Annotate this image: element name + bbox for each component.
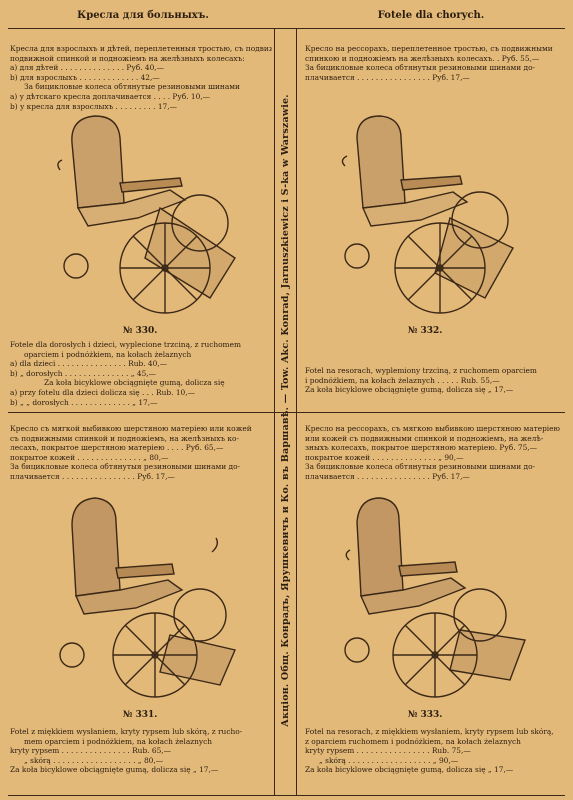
chair-332-illustration [335, 108, 535, 323]
text-line: Fotel na resorach, z miękkiem wysłaniem,… [305, 727, 554, 736]
top-rule [8, 28, 565, 29]
column-rule-left [274, 28, 275, 796]
text-line: b) „ dorosłych . . . . . . . . . . . . .… [10, 368, 157, 378]
text-line: kryty rypsem . . . . . . . . . . . . . .… [305, 746, 471, 756]
chair-331-illustration [50, 490, 250, 705]
caption-333: № 333. [407, 710, 443, 720]
text-line: oparciem i podnóżkiem, na kołach żelazny… [24, 349, 192, 359]
panel-330-bottom-text: Fotele dla dorosłych i dzieci, wyplecion… [10, 340, 272, 407]
text-line: съ подвижными спинкой и подножіемъ, на ж… [10, 433, 239, 443]
text-line: Кресло на рессорахъ, съ мягкою выбивкою … [305, 424, 560, 433]
text-line: а) для дѣтей . . . . . . . . . . . . . .… [10, 63, 165, 73]
panel-332-bottom-text: Fotel na resorach, wyplemiony trzciną, z… [305, 366, 567, 395]
caption-330: № 330. [122, 326, 158, 336]
column-rule-right [296, 28, 297, 796]
text-line: подвижной спинкой и подножіемъ на желѣзн… [10, 53, 245, 63]
text-line: Кресла для взрослыхъ и дѣтей, переплетен… [10, 44, 272, 53]
middle-rule [8, 412, 565, 413]
header-left: Кресла для больныхъ. [77, 10, 209, 21]
text-line: а) у дѣтскаго кресла доплачивается . . .… [10, 91, 211, 101]
text-line: a) dla dzieci . . . . . . . . . . . . . … [10, 359, 168, 369]
caption-332: № 332. [407, 326, 443, 336]
text-line: Fotel na resorach, wyplemiony trzciną, z… [305, 366, 537, 375]
bottom-rule [8, 795, 565, 796]
side-imprint: Акціон. Общ. Конрадъ, Ярушкевичъ и Ко. в… [274, 90, 296, 730]
text-line: „ skórą . . . . . . . . . . . . . . . . … [24, 755, 164, 765]
text-line: Кресло на рессорахъ, переплетенное трост… [305, 44, 553, 53]
text-line: z oparciem ruchomem i podnóżkiem, na koł… [305, 736, 521, 746]
text-line: Za koła bicyklowe obciągnięte gumą, doli… [305, 385, 514, 395]
text-line: Za koła bicyklowe obciągnięte gumą, doli… [305, 765, 514, 775]
panel-331-top-text: Кресло съ мягкой выбивкою шерстяною мате… [10, 424, 272, 482]
text-line: За бицикловые колеса обтянутые резиновым… [24, 82, 240, 92]
panel-333-top-text: Кресло на рессорахъ, съ мягкою выбивкою … [305, 424, 567, 482]
text-line: Fotel z miękkiem wysłaniem, kryty rypsem… [10, 727, 243, 736]
text-line: покрытое кожей . . . . . . . . . . . . .… [305, 452, 464, 462]
text-line: b) у кресла для взрослыхъ . . . . . . . … [10, 101, 177, 111]
text-line: или кожей съ подвижными спинкой и поднож… [305, 433, 544, 443]
text-line: плачивается . . . . . . . . . . . . . . … [305, 72, 470, 82]
text-line: mem oparciem i podnóżkiem, na kołach żel… [24, 736, 213, 746]
text-line: лесахъ, покрытое шерстяною матеріею . . … [10, 443, 224, 453]
text-line: За бицикловые колеса обтянутыя резиновым… [305, 63, 536, 73]
text-line: Fotele dla dorosłych i dzieci, wyplecion… [10, 340, 241, 349]
chair-330-illustration [50, 108, 250, 323]
chair-333-illustration [335, 490, 535, 705]
side-imprint-text: Акціон. Общ. Конрадъ, Ярушкевичъ и Ко. в… [279, 93, 291, 727]
text-line: Кресло съ мягкой выбивкою шерстяною мате… [10, 424, 252, 433]
text-line: „ skórą . . . . . . . . . . . . . . . . … [319, 755, 459, 765]
text-line: плачивается . . . . . . . . . . . . . . … [305, 471, 470, 481]
text-line: плачивается . . . . . . . . . . . . . . … [10, 471, 175, 481]
caption-331: № 331. [122, 710, 158, 720]
text-line: За бицикловые колеса обтянутыя резиновым… [305, 462, 536, 472]
panel-331-bottom-text: Fotel z miękkiem wysłaniem, kryty rypsem… [10, 727, 272, 775]
header-right: Fotele dla chorych. [377, 10, 485, 21]
text-line: i podnóżkiem, na kołach żelaznych . . . … [305, 375, 500, 385]
text-line: Za koła bicyklowe obciągnięte gumą, doli… [10, 765, 219, 775]
text-line: kryty rypsem . . . . . . . . . . . . . .… [10, 746, 172, 756]
text-line: спинкою и подножіемъ на желѣзныхъ колеса… [305, 53, 540, 63]
text-line: b) для взрослыхъ . . . . . . . . . . . .… [10, 72, 160, 82]
panel-332-top-text: Кресло на рессорахъ, переплетенное трост… [305, 44, 567, 82]
panel-330-top-text: Кресла для взрослыхъ и дѣтей, переплетен… [10, 44, 272, 111]
text-line: b) „ „ dorosłych . . . . . . . . . . . .… [10, 397, 158, 407]
text-line: За бицикловые колеса обтянутыя резиновым… [10, 462, 241, 472]
panel-333-bottom-text: Fotel na resorach, z miękkiem wysłaniem,… [305, 727, 567, 775]
text-line: зныхъ колесахъ, покрытое шерстяною матер… [305, 443, 538, 453]
text-line: Za koła bicyklowe obciągnięte gumą, doli… [44, 378, 225, 388]
text-line: a) przy fotelu dla dzieci dolicza się . … [10, 387, 195, 397]
text-line: покрытое кожей . . . . . . . . . . . . .… [10, 452, 169, 462]
